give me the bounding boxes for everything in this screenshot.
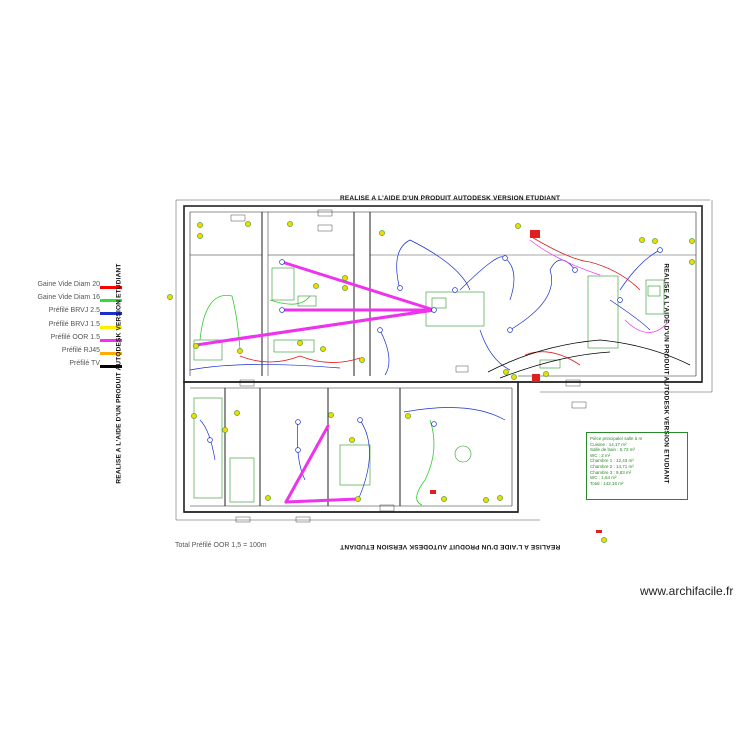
outlets bbox=[167, 221, 695, 543]
room-tags bbox=[230, 209, 587, 523]
hatched-markers bbox=[430, 230, 602, 533]
top-banner: REALISE A L'AIDE D'UN PRODUIT AUTODESK V… bbox=[340, 195, 561, 202]
area-line: Chambre 3 : 9,83 m² bbox=[590, 469, 632, 475]
legend-item: Préfilé RJ45 bbox=[0, 347, 140, 361]
legend-swatch bbox=[100, 365, 122, 369]
legend-item: Gaine Vide Diam 20 bbox=[0, 281, 140, 295]
area-line: WC : 2 m² bbox=[590, 452, 611, 458]
legend-swatch bbox=[100, 352, 122, 355]
total-note: Total Préfilé OOR 1,5 = 100m bbox=[175, 542, 267, 549]
oor-15-routes bbox=[194, 260, 436, 504]
legend-swatch bbox=[100, 299, 122, 303]
legend-label: Préfilé OOR 1.5 bbox=[50, 333, 100, 341]
legend-swatch bbox=[100, 338, 122, 342]
area-line: Salle de bain : 5,73 m² bbox=[590, 447, 636, 453]
legend-item: Préfilé TV bbox=[0, 360, 140, 374]
area-line: Chambre 1 : 12,43 m² bbox=[590, 458, 634, 464]
walls bbox=[183, 205, 703, 513]
area-line: Pièce principale/ salle à m bbox=[590, 436, 643, 441]
legend-swatch bbox=[100, 325, 122, 329]
legend-item: Préfilé BRVJ 1.5 bbox=[0, 321, 140, 335]
area-line: Chambre 2 : 14,71 m² bbox=[590, 463, 634, 469]
left-banner: REALISE A L'AIDE D'UN PRODUIT AUTODESK V… bbox=[115, 263, 123, 484]
lighting-points bbox=[207, 247, 663, 453]
magenta-curves bbox=[529, 239, 671, 333]
legend-swatch bbox=[100, 286, 122, 289]
watermark: www.archifacile.fr bbox=[640, 584, 734, 598]
tv-routes bbox=[487, 339, 691, 379]
legend-label: Préfilé RJ45 bbox=[61, 347, 100, 354]
legend-label: Préfilé TV bbox=[69, 360, 100, 368]
legend-label: Gaine Vide Diam 16 bbox=[37, 294, 100, 302]
legend-item: Préfilé OOR 1.5 bbox=[0, 334, 140, 348]
legend-label: Préfilé BRVJ 2.5 bbox=[48, 307, 100, 315]
area-line: WC : 1,64 m² bbox=[590, 475, 617, 481]
legend-label: Gaine Vide Diam 20 bbox=[37, 281, 100, 288]
legend-item: Gaine Vide Diam 16 bbox=[0, 294, 140, 308]
legend-swatch bbox=[100, 312, 122, 316]
area-line: Total : 142,16 m² bbox=[590, 480, 624, 486]
bottom-banner: REALISE A L'AIDE D'UN PRODUIT AUTODESK V… bbox=[340, 543, 561, 550]
gaine-16-routes bbox=[199, 294, 435, 506]
dimension-lines bbox=[175, 199, 713, 521]
legend-label: Préfilé BRVJ 1.5 bbox=[48, 320, 100, 328]
gaine-20-routes bbox=[239, 235, 641, 366]
area-line: Cuisine : 14,17 m² bbox=[590, 441, 627, 447]
legend-item: Préfilé BRVJ 2.5 bbox=[0, 307, 140, 321]
